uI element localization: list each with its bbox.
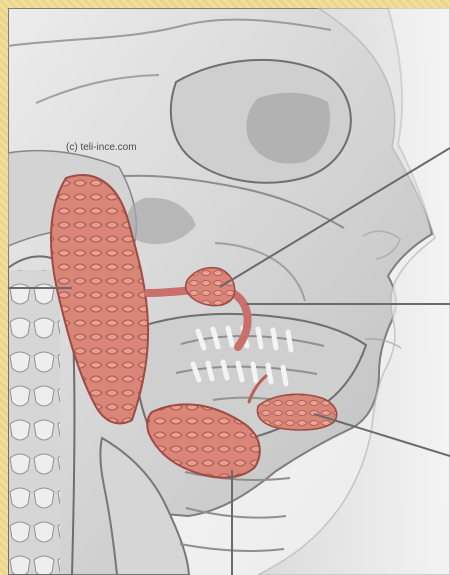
watermark-text: (c) teli-ince.com: [66, 142, 137, 153]
anatomy-illustration: (c) teli-ince.com: [8, 8, 450, 575]
sublingual-gland: [257, 394, 336, 430]
